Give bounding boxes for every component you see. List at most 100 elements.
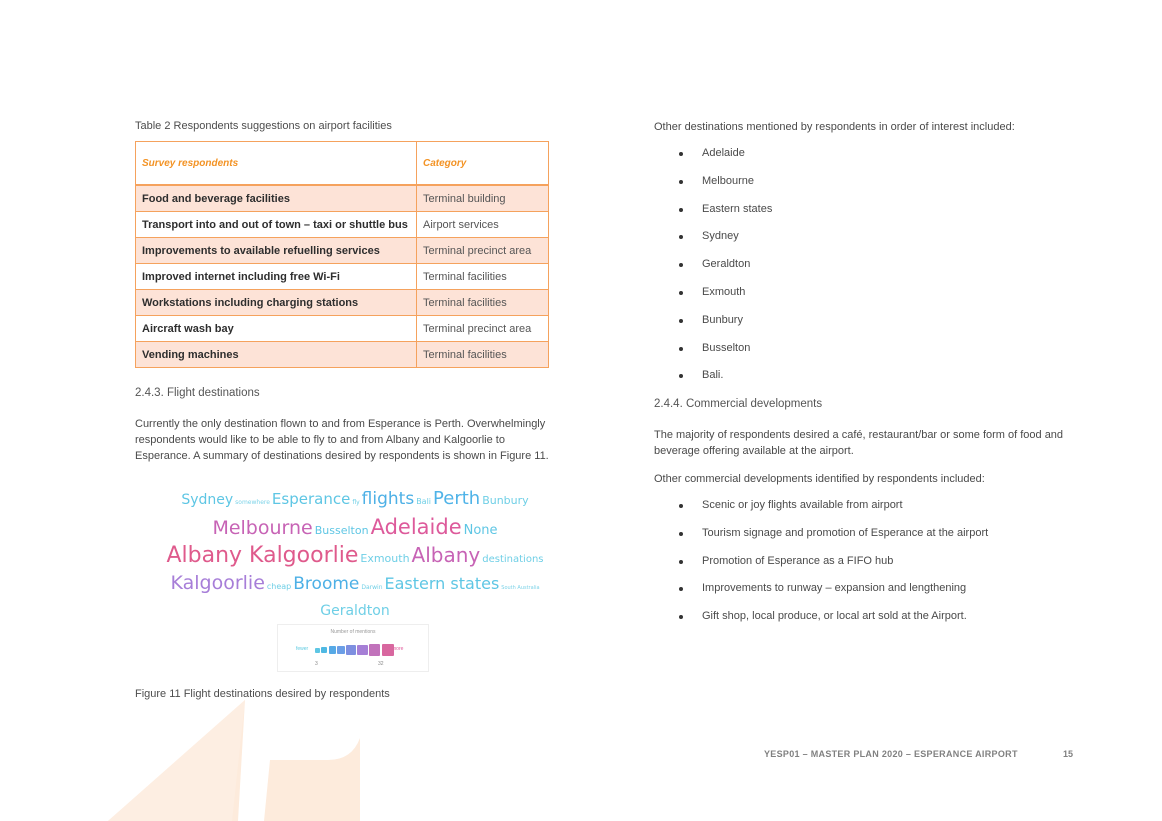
- table-row: Food and beverage facilities Terminal bu…: [135, 184, 549, 212]
- header-survey-respondents: Survey respondents: [135, 141, 417, 186]
- list-item: Geraldton: [654, 258, 772, 286]
- table-row: Improvements to available refuelling ser…: [135, 237, 549, 264]
- bullet-icon: [679, 152, 683, 156]
- bullet-icon: [679, 179, 683, 184]
- list-item: Bunbury: [654, 314, 772, 342]
- figure-caption: Figure 11 Flight destinations desired by…: [135, 688, 390, 700]
- word-cloud-word: Geraldton: [320, 603, 390, 619]
- bullet-icon: [679, 374, 683, 379]
- word-cloud-word: Adelaide: [370, 515, 462, 539]
- list-item-text: Melbourne: [702, 174, 754, 187]
- list-item-text: Promotion of Esperance as a FIFO hub: [702, 554, 894, 567]
- table-row: Aircraft wash bay Terminal precinct area: [135, 315, 549, 342]
- bullet-icon: [679, 615, 683, 620]
- word-cloud-word: Eastern states: [384, 574, 500, 593]
- list-item: Adelaide: [654, 147, 772, 175]
- other-destinations-intro: Other destinations mentioned by responde…: [654, 121, 1015, 133]
- word-cloud-word: Kalgoorlie: [170, 572, 265, 594]
- word-cloud-word: Bunbury: [482, 494, 529, 507]
- list-item-text: Bali.: [702, 369, 724, 382]
- legend-min-value: 3: [315, 661, 318, 667]
- list-item: Exmouth: [654, 286, 772, 314]
- list-item-text: Gift shop, local produce, or local art s…: [702, 610, 967, 623]
- category-cell: Terminal facilities: [416, 263, 549, 290]
- page-number: 15: [1063, 749, 1074, 759]
- list-item-text: Scenic or joy flights available from air…: [702, 499, 903, 511]
- respondent-cell: Improved internet including free Wi-Fi: [135, 263, 417, 290]
- table-row: Transport into and out of town – taxi or…: [135, 211, 549, 238]
- bullet-icon: [679, 587, 683, 592]
- legend-swatch: [368, 644, 381, 656]
- bullet-icon: [679, 504, 683, 508]
- legend-high-label: more: [392, 646, 404, 652]
- word-cloud-word: Perth: [433, 488, 481, 509]
- list-item: Sydney: [654, 230, 772, 258]
- list-item-text: Improvements to runway – expansion and l…: [702, 582, 967, 595]
- word-cloud-word: Melbourne: [212, 517, 313, 539]
- list-item-text: Adelaide: [702, 147, 745, 159]
- bullet-icon: [679, 559, 683, 564]
- list-item: Busselton: [654, 342, 772, 370]
- category-cell: Terminal facilities: [416, 341, 549, 368]
- legend-max-value: 32: [378, 661, 384, 667]
- bullet-icon: [679, 263, 683, 268]
- table-row: Workstations including charging stations…: [135, 289, 549, 316]
- table-caption: Table 2 Respondents suggestions on airpo…: [135, 120, 392, 132]
- list-item-text: Busselton: [702, 341, 751, 354]
- bullet-icon: [679, 207, 683, 212]
- list-item: Melbourne: [654, 175, 772, 203]
- header-category: Category: [416, 141, 549, 186]
- list-item-text: Sydney: [702, 230, 739, 243]
- word-cloud-word: Albany Kalgoorlie: [166, 543, 359, 568]
- legend-swatch: [321, 646, 328, 654]
- commercial-developments-list: Scenic or joy flights available from air…: [654, 499, 988, 638]
- bullet-icon: [679, 318, 683, 323]
- legend-swatch: [346, 645, 356, 655]
- word-cloud-word: Esperance: [271, 490, 351, 508]
- word-cloud-word: South Australia: [501, 585, 540, 591]
- word-cloud-word: flights: [361, 489, 415, 509]
- word-cloud-legend: Number of mentions fewer more 3 32: [277, 624, 429, 672]
- legend-title: Number of mentions: [330, 629, 376, 635]
- bullet-icon: [679, 531, 683, 536]
- respondent-cell: Vending machines: [135, 341, 417, 368]
- footer-document-title: YESP01 – MASTER PLAN 2020 – ESPERANCE AI…: [764, 749, 1018, 759]
- category-cell: Terminal facilities: [416, 289, 549, 316]
- section-heading-commercial-developments: 2.4.4. Commercial developments: [654, 398, 823, 410]
- respondent-cell: Transport into and out of town – taxi or…: [135, 211, 417, 238]
- table-row: Vending machines Terminal facilities: [135, 341, 549, 368]
- legend-swatch: [328, 646, 336, 654]
- word-cloud-word: cheap: [266, 582, 292, 591]
- list-item: Tourism signage and promotion of Esperan…: [654, 527, 988, 555]
- respondent-cell: Food and beverage facilities: [135, 184, 417, 212]
- list-item-text: Bunbury: [702, 313, 743, 326]
- category-cell: Terminal precinct area: [416, 237, 549, 264]
- respondent-cell: Improvements to available refuelling ser…: [135, 237, 417, 264]
- word-cloud-word: Albany: [411, 543, 481, 567]
- word-cloud-word: Sydney: [181, 492, 234, 508]
- word-cloud-word: somewhere: [235, 499, 270, 506]
- bullet-icon: [679, 346, 683, 351]
- list-item: Scenic or joy flights available from air…: [654, 499, 988, 527]
- section-heading-flight-destinations: 2.4.3. Flight destinations: [135, 387, 260, 399]
- list-item-text: Tourism signage and promotion of Esperan…: [702, 526, 989, 539]
- word-cloud-word: Busselton: [314, 524, 369, 537]
- word-cloud-word: None: [463, 523, 498, 538]
- legend-low-label: fewer: [296, 646, 309, 652]
- category-cell: Terminal precinct area: [416, 315, 549, 342]
- list-item: Improvements to runway – expansion and l…: [654, 582, 988, 610]
- legend-swatch: [357, 644, 368, 656]
- legend-swatch: [381, 643, 395, 657]
- list-item: Gift shop, local produce, or local art s…: [654, 610, 988, 638]
- respondent-cell: Aircraft wash bay: [135, 315, 417, 342]
- flight-destinations-paragraph: Currently the only destination flown to …: [135, 418, 549, 462]
- bullet-icon: [679, 235, 683, 240]
- word-cloud-word: Broome: [293, 574, 360, 594]
